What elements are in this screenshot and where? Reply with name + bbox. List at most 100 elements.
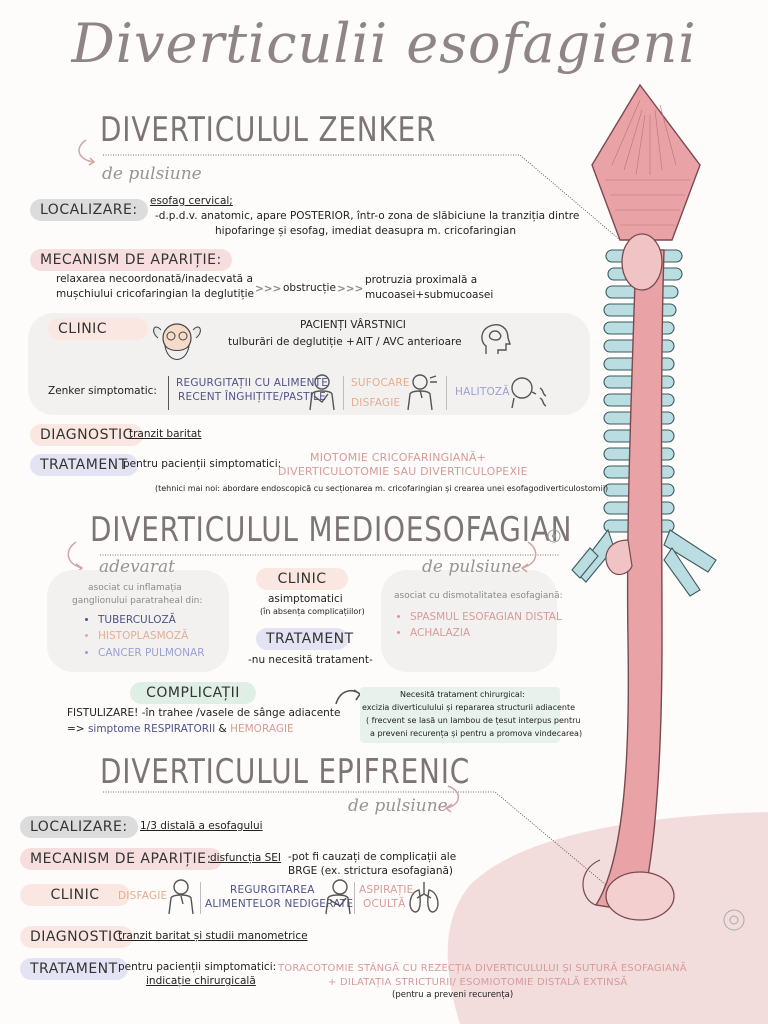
zenker-mecanism-1b: mușchiului cricofaringian la deglutiție — [56, 288, 254, 300]
regurgitation-person-icon — [309, 374, 335, 411]
epifrenic-tratament-1: TORACOTOMIE STÂNGĂ CU REZECȚIA DIVERTICU… — [278, 963, 687, 974]
zenker-tratament-intro: pentru pacienții simptomatici: — [123, 458, 282, 470]
zenker-sympt-1a: REGURGITAȚII CU ALIMENTE — [176, 377, 329, 389]
epifrenic-clinic-1: DISFAGIE — [118, 890, 168, 902]
zenker-diverticulum — [621, 233, 663, 291]
curved-arrow-right-icon — [520, 541, 537, 573]
medio-note-1: Necesită tratament chirurgical: — [400, 690, 525, 699]
zenker-tratament-note: (tehnici mai noi: abordare endoscopică c… — [155, 484, 609, 493]
logo-seal-icon — [547, 529, 561, 543]
bracket-divider — [168, 376, 170, 410]
medio-clinic-2: (în absența complicațiilor) — [260, 607, 365, 616]
medio-compl-2: => simptome RESPIRATORII & HEMORAGIE — [67, 723, 294, 735]
epifrenic-mecanism-note-2: BRGE (ex. strictura esofagiană) — [288, 865, 454, 877]
zenker-diagnostic-label: DIAGNOSTIC — [30, 424, 143, 446]
medio-right-desc: asociat cu dismotalitatea esofagiană: — [394, 591, 563, 601]
zenker-heading: DIVERTICULUL ZENKER — [100, 110, 437, 150]
medio-note-box — [360, 687, 560, 743]
epifrenic-heading: DIVERTICULUL EPIFRENIC — [100, 752, 471, 792]
zenker-localizare-2: -d.p.d.v. anatomic, apare POSTERIOR, înt… — [155, 210, 580, 222]
epiphrenic-diverticulum — [605, 871, 675, 921]
brain-head-icon — [481, 324, 511, 354]
list-item: CANCER PULMONAR — [98, 645, 205, 661]
zenker-localizare-3: hipofaringe și esofag, imediat deasupra … — [215, 225, 517, 237]
epifrenic-tratament-ind: indicație chirurgicală — [146, 975, 256, 987]
list-item: ACHALAZIA — [410, 625, 562, 641]
page-title: Diverticulii esofagieni — [71, 12, 697, 75]
epifrenic-diagnostic-label: DIAGNOSTIC — [20, 926, 133, 948]
epi-divider-2 — [354, 882, 355, 914]
epifrenic-tratament-3: (pentru a preveni recurența) — [392, 990, 514, 1000]
zenker-tratament-1: MIOTOMIE CRICOFARINGIANĂ+ — [310, 451, 487, 464]
lungs-icon — [409, 882, 439, 913]
medio-right-list: SPASMUL ESOFAGIAN DISTAL ACHALAZIA — [396, 609, 562, 642]
regurgitation-person-icon — [325, 879, 351, 915]
epifrenic-subtitle: de pulsiune — [348, 796, 448, 816]
curved-arrow-icon — [78, 139, 96, 166]
medio-left-title: adevarat — [99, 557, 175, 577]
curved-arrow-note-icon — [335, 689, 362, 705]
medio-compl-1: FISTULIZARE! -în trahee /vasele de sânge… — [67, 707, 341, 719]
arrows-1: >>> — [255, 283, 282, 295]
pharynx — [591, 83, 701, 241]
epifrenic-mecanism-note-1: -pot fi cauzați de complicații ale — [288, 851, 457, 863]
zenker-mecanism-1a: relaxarea necoordonată/inadecvată a — [56, 273, 253, 285]
epifrenic-localizare: 1/3 distală a esofagului — [140, 820, 263, 832]
zenker-subtitle: de pulsiune — [102, 164, 202, 184]
epifrenic-clinic-label: CLINIC — [20, 884, 130, 906]
zenker-sympt-3: HALITOZĂ — [455, 386, 510, 398]
medio-right-box — [381, 570, 557, 672]
zenker-mecanism-2: obstrucție — [283, 282, 336, 294]
zenker-tratament-2: DIVERTICULOTOMIE SAU DIVERTICULOPEXIE — [278, 465, 528, 478]
medio-tratament: -nu necesită tratament- — [248, 654, 373, 666]
medio-left-desc-1: asociat cu inflamația — [88, 583, 182, 593]
zenker-clinic-label: CLINIC — [48, 318, 148, 340]
mid-diverticulum — [605, 539, 633, 576]
epifrenic-tratament-label: TRATAMENT — [20, 958, 128, 980]
old-man-icon — [153, 323, 201, 360]
medio-heading: DIVERTICULUL MEDIOESOFAGIAN — [90, 510, 573, 550]
epifrenic-clinic-3b: OCULTĂ — [363, 898, 406, 910]
symptom-divider-2 — [446, 376, 447, 410]
zenker-mecanism-3b: mucoasei+submucoasei — [365, 289, 494, 301]
zenker-sympt-1b: RECENT ÎNGHIȚITE/PASTILE — [178, 391, 326, 403]
epifrenic-clinic-2b: ALIMENTELOR NEDIGERATE — [205, 898, 354, 910]
list-item: HISTOPLASMOZĂ — [98, 628, 205, 644]
epifrenic-tratament-2: + DILATAȚIA STRICTURII/ ESOMIOTOMIE DIST… — [328, 977, 628, 988]
zenker-simptomatic: Zenker simptomatic: — [48, 385, 157, 397]
halitosis-person-icon — [511, 377, 547, 409]
epifrenic-mecanism: disfuncția SEI — [210, 852, 282, 864]
medio-left-desc-2: ganglionului paratraheal din: — [72, 596, 203, 606]
medio-note-3: ( frecvent se lasă un lambou de țesut in… — [366, 716, 581, 725]
logo-seal-icon — [723, 909, 745, 931]
coughing-person-icon — [168, 879, 194, 915]
epifrenic-mecanism-label: MECANISM DE APARIȚIE: — [20, 848, 222, 870]
medio-right-title: de pulsiune — [422, 557, 522, 577]
zenker-sympt-2b: DISFAGIE — [351, 397, 401, 409]
medio-note-4: a preveni recurența și pentru a promova … — [370, 729, 583, 738]
zenker-pacienti: PACIENȚI VÂRSTNICI — [300, 319, 406, 331]
zenker-mecanism-label: MECANISM DE APARIȚIE: — [30, 249, 232, 271]
medio-left-list: TUBERCULOZĂ HISTOPLASMOZĂ CANCER PULMONA… — [84, 612, 205, 661]
zenker-mecanism-3a: protruzia proximală a — [365, 274, 478, 286]
zenker-localizare-1: esofag cervical; — [150, 195, 233, 207]
epifrenic-clinic-3a: ASPIRAȚIE — [359, 884, 414, 896]
medio-clinic-label: CLINIC — [256, 568, 348, 590]
zenker-localizare-label: LOCALIZARE: — [30, 199, 148, 221]
curved-arrow-epi-icon — [444, 785, 459, 813]
epifrenic-tratament-intro: pentru pacienții simptomatici: — [118, 961, 277, 973]
list-item: SPASMUL ESOFAGIAN DISTAL — [410, 609, 562, 625]
medio-note-2: excizia diverticulului și repararea stru… — [362, 703, 576, 712]
zenker-sympt-2a: SUFOCARE — [351, 377, 410, 389]
medio-complicatii-label: COMPLICAȚII — [130, 682, 256, 704]
list-item: TUBERCULOZĂ — [98, 612, 205, 628]
epi-divider-1 — [200, 882, 201, 914]
zenker-diagnostic: tranzit baritat — [129, 428, 202, 440]
epifrenic-clinic-2a: REGURGITAREA — [230, 884, 315, 896]
medio-clinic-1: asimptomatici — [268, 593, 343, 605]
medio-tratament-label: TRATAMENT — [256, 628, 353, 650]
zenker-tratament-label: TRATAMENT — [30, 454, 138, 476]
symptom-divider-1 — [343, 376, 344, 410]
zenker-ait: AIT / AVC anterioare — [356, 336, 462, 348]
